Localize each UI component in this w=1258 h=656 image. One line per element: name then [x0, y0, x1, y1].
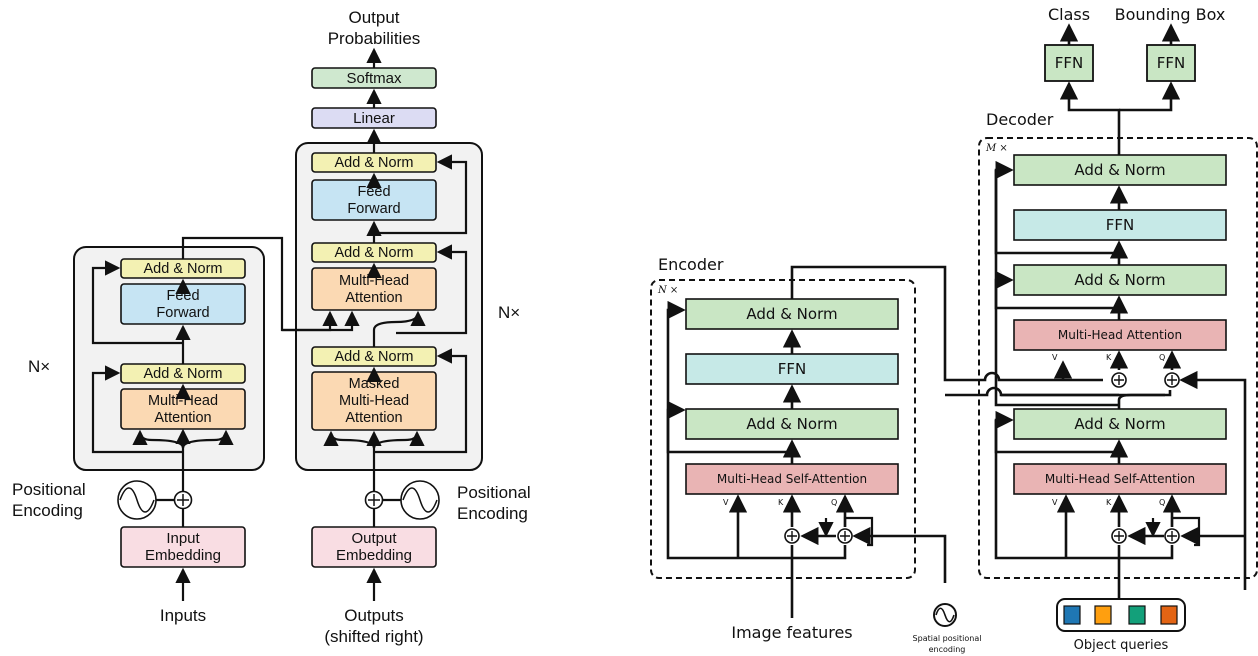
- decoder-positional-label-1: Positional: [457, 483, 531, 502]
- dec-self-k-label: K: [1106, 498, 1112, 507]
- output-probabilities-label-1: Output: [348, 8, 399, 27]
- bounding-box-label: Bounding Box: [1115, 5, 1226, 24]
- linear-label: Linear: [353, 110, 395, 127]
- dec-cross-k-label: K: [1106, 353, 1112, 362]
- enc-q-label: Q: [831, 498, 837, 507]
- spatial-encoding-label-1: Spatial positional: [913, 634, 982, 643]
- decoder-add-norm-2-label: Add & Norm: [335, 245, 414, 261]
- object-queries-container: [1056, 598, 1186, 632]
- enc-add-k-icon: [784, 528, 800, 544]
- dec-self-v-label: V: [1052, 498, 1058, 507]
- spatial-encoding-sine-icon: [933, 603, 957, 627]
- dec-ffn: [1013, 209, 1227, 241]
- decoder-feed-forward-label-2: Forward: [347, 201, 400, 217]
- dec-add-q-icon: [1164, 528, 1180, 544]
- encoder-feed-forward-label-2: Forward: [156, 305, 209, 321]
- class-ffn-label: FFN: [1055, 54, 1083, 72]
- class-label: Class: [1048, 5, 1090, 24]
- decoder-feed-forward-label-1: Feed: [357, 184, 390, 200]
- dec-self-attention-label: Multi-Head Self-Attention: [1045, 472, 1195, 486]
- softmax-label: Softmax: [346, 70, 402, 87]
- dec-add-norm-2: [1013, 264, 1227, 296]
- dec-add-norm-1-label: Add & Norm: [1074, 415, 1165, 433]
- dec-add-norm-2-label: Add & Norm: [1074, 271, 1165, 289]
- input-embedding-label-2: Embedding: [145, 547, 221, 564]
- masked-attention-label-2: Multi-Head: [339, 393, 409, 409]
- dec-add-k-icon: [1111, 528, 1127, 544]
- encoder-nx-label: N×: [28, 357, 50, 376]
- dec-ffn-label: FFN: [1106, 216, 1134, 234]
- encoder-attention-label-2: Attention: [154, 410, 211, 426]
- bbox-ffn-label: FFN: [1157, 54, 1185, 72]
- dec-cross-q-label: Q: [1159, 353, 1165, 362]
- object-queries-label: Object queries: [1074, 638, 1169, 653]
- decoder-cross-attention-label-1: Multi-Head: [339, 273, 409, 289]
- dec-self-q-label: Q: [1159, 498, 1165, 507]
- input-embedding-label-1: Input: [166, 530, 200, 547]
- output-embedding-label-2: Embedding: [336, 547, 412, 564]
- spatial-encoding-label-2: encoding: [929, 645, 966, 654]
- encoder-add-icon: [173, 490, 193, 510]
- decoder-positional-label-2: Encoding: [457, 504, 528, 523]
- enc-add-norm-2: [685, 298, 899, 330]
- object-query-4: [1160, 605, 1178, 625]
- encoder-stack-box: [73, 246, 265, 471]
- output-embedding-label-1: Output: [351, 530, 397, 547]
- decoder-cross-attention-label-2: Attention: [345, 290, 402, 306]
- decoder-add-norm-1-label: Add & Norm: [335, 349, 414, 365]
- encoder-feed-forward-label-1: Feed: [166, 288, 199, 304]
- enc-k-label: K: [778, 498, 784, 507]
- encoder-sine-icon: [117, 480, 157, 520]
- dec-cross-add-q-icon: [1164, 372, 1180, 388]
- decoder-add-icon: [364, 490, 384, 510]
- decoder-sine-icon: [400, 480, 440, 520]
- enc-self-attention-label: Multi-Head Self-Attention: [717, 472, 867, 486]
- dec-cross-attention-label: Multi-Head Attention: [1058, 328, 1182, 342]
- dec-add-norm-1: [1013, 408, 1227, 440]
- encoder-positional-label-2: Encoding: [12, 501, 83, 520]
- object-query-1: [1063, 605, 1081, 625]
- outputs-label-2: (shifted right): [324, 627, 423, 646]
- decoder-nx-label: N×: [498, 303, 520, 322]
- encoder-dashed-box: [650, 279, 916, 579]
- enc-ffn-label: FFN: [778, 360, 806, 378]
- decoder-mx-label: M ×: [985, 143, 1008, 154]
- enc-add-norm-2-label: Add & Norm: [746, 305, 837, 323]
- encoder-add-norm-2-label: Add & Norm: [144, 261, 223, 277]
- bbox-ffn-block: [1146, 44, 1196, 82]
- dec-self-attention: [1013, 463, 1227, 495]
- inputs-label: Inputs: [160, 606, 206, 625]
- enc-add-norm-1: [685, 408, 899, 440]
- class-ffn-block: [1044, 44, 1094, 82]
- enc-ffn: [685, 353, 899, 385]
- decoder-add-norm-3-label: Add & Norm: [335, 155, 414, 171]
- encoder-nx-label: N ×: [657, 285, 678, 296]
- object-query-3: [1128, 605, 1146, 625]
- masked-attention-label-3: Attention: [345, 410, 402, 426]
- dec-add-norm-3-label: Add & Norm: [1074, 161, 1165, 179]
- encoder-attention-label-1: Multi-Head: [148, 393, 218, 409]
- dec-cross-v-label: V: [1052, 353, 1058, 362]
- object-query-2: [1094, 605, 1112, 625]
- detr-diagram: Class Bounding Box FFN FFN Decoder M × E…: [650, 5, 1258, 654]
- encoder-label: Encoder: [658, 255, 724, 274]
- output-probabilities-label-2: Probabilities: [328, 29, 421, 48]
- encoder-add-norm-1-label: Add & Norm: [144, 366, 223, 382]
- dec-add-norm-3: [1013, 154, 1227, 186]
- enc-v-label: V: [723, 498, 729, 507]
- transformer-diagram: Output Probabilities Softmax Linear Add …: [12, 8, 531, 646]
- outputs-label-1: Outputs: [344, 606, 404, 625]
- encoder-positional-label-1: Positional: [12, 480, 86, 499]
- image-features-label: Image features: [731, 623, 852, 642]
- enc-add-norm-1-label: Add & Norm: [746, 415, 837, 433]
- decoder-label: Decoder: [986, 110, 1054, 129]
- enc-self-attention: [685, 463, 899, 495]
- enc-add-q-icon: [837, 528, 853, 544]
- dec-cross-add-k-icon: [1111, 372, 1127, 388]
- masked-attention-label-1: Masked: [349, 376, 400, 392]
